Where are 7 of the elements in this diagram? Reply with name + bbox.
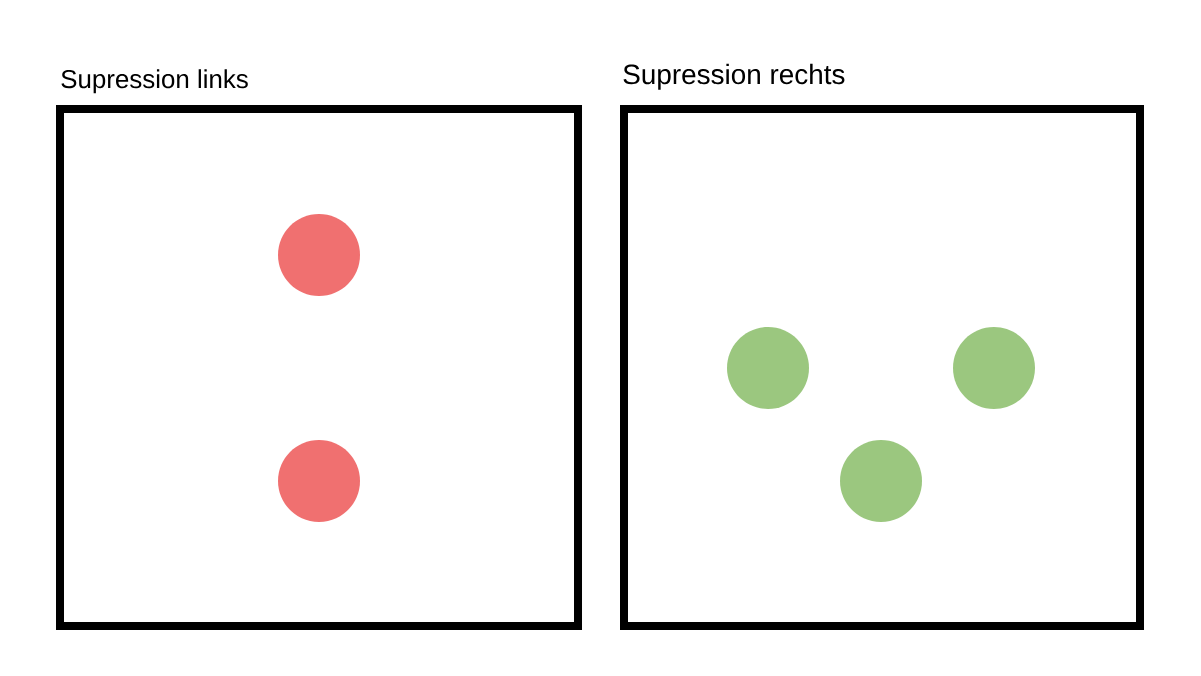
dot xyxy=(278,214,360,296)
panel-heading: Supression links xyxy=(61,69,248,94)
dot xyxy=(727,327,809,409)
dot xyxy=(953,327,1035,409)
panel-heading: Supression rechts xyxy=(623,63,845,90)
dot xyxy=(840,440,922,522)
dot xyxy=(278,440,360,522)
